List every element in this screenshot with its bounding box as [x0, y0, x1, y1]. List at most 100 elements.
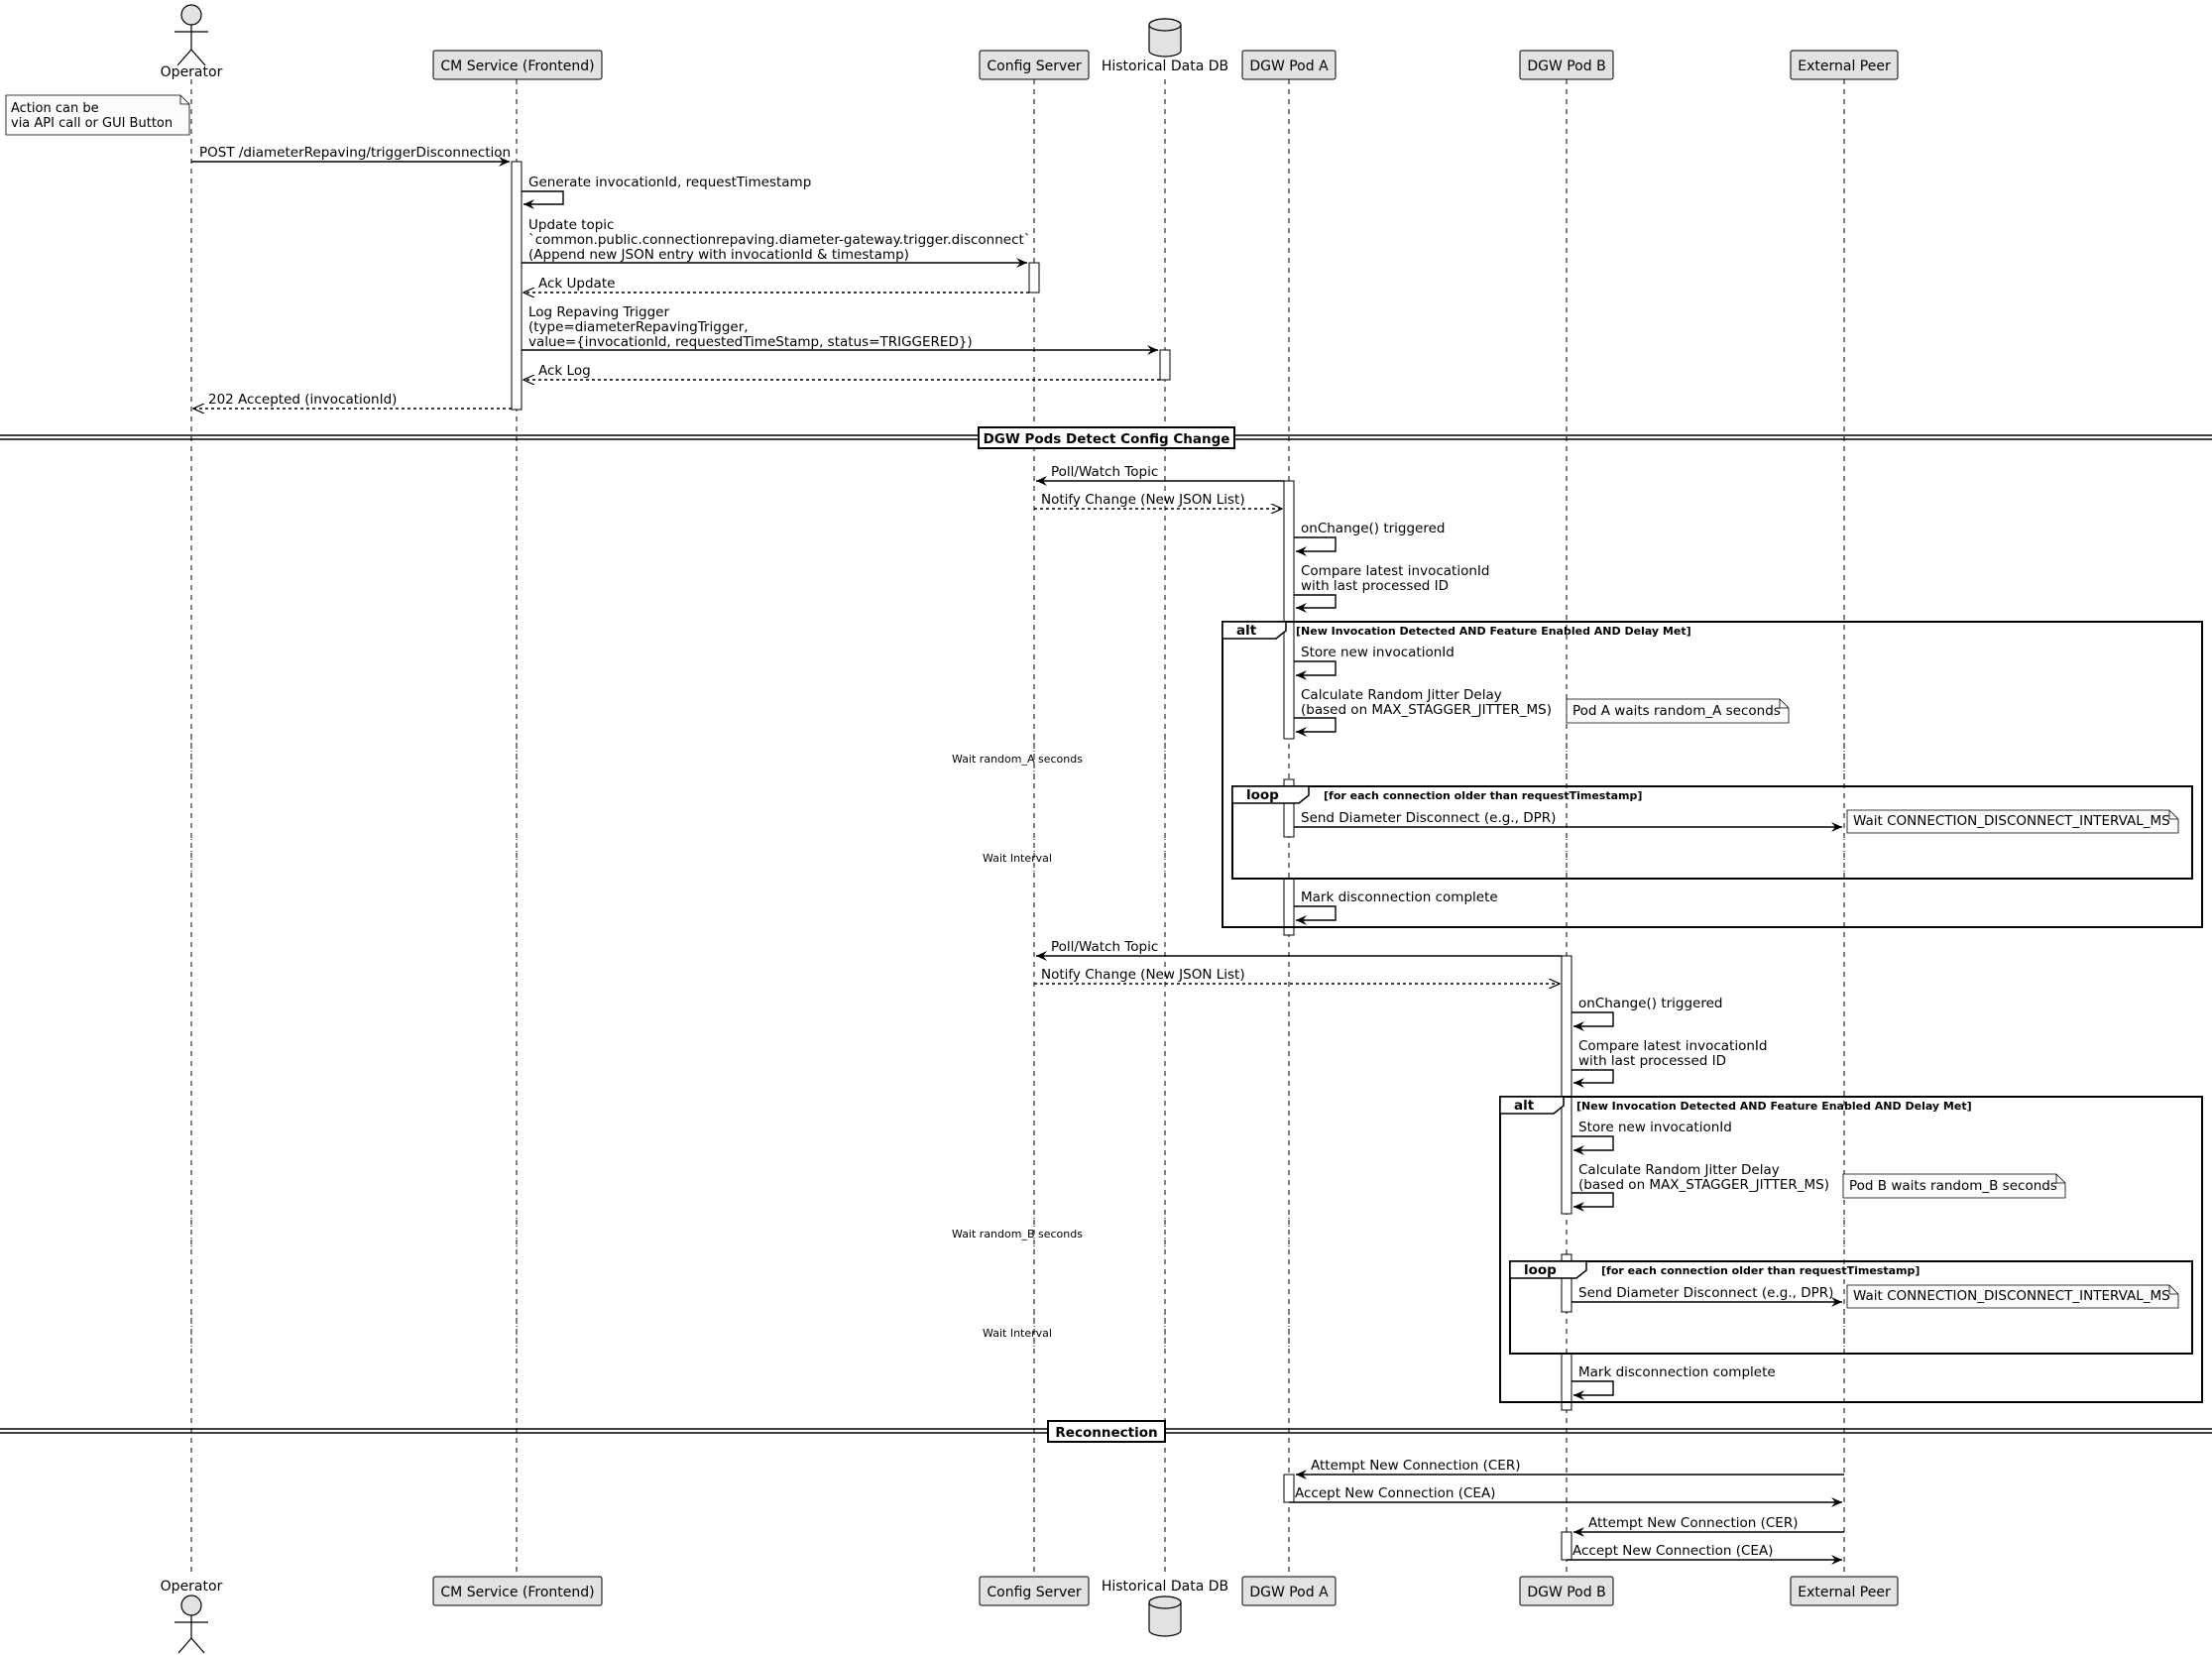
- participant-pod-a-label: DGW Pod A: [1249, 59, 1329, 74]
- participant-cm-label-bottom: CM Service (Frontend): [440, 1585, 594, 1600]
- message-cea-a-label: Accept New Connection (CEA): [1295, 1485, 1495, 1501]
- participant-config-bottom: Config Server: [979, 1576, 1090, 1606]
- loop-b-keyword: loop: [1524, 1262, 1557, 1278]
- message-log-line3: value={invocationId, requestedTimeStamp,…: [528, 334, 973, 350]
- activation-config: [1028, 262, 1040, 294]
- message-b-calc-line1: Calculate Random Jitter Delay: [1578, 1162, 1780, 1178]
- message-generate-label: Generate invocationId, requestTimestamp: [528, 175, 811, 190]
- note-action-line2: via API call or GUI Button: [11, 116, 173, 131]
- message-update-line3: (Append new JSON entry with invocationId…: [528, 247, 909, 263]
- message-a-compare-line2: with last processed ID: [1301, 578, 1449, 594]
- delay-interval-a-label: Wait Interval: [983, 852, 1052, 865]
- divider-detect: DGW Pods Detect Config Change: [0, 426, 2212, 449]
- message-b-send-label: Send Diameter Disconnect (e.g., DPR): [1578, 1285, 1833, 1301]
- participant-cm-bottom: CM Service (Frontend): [432, 1576, 603, 1606]
- participant-operator-label: Operator: [161, 64, 223, 80]
- lifelines: [190, 79, 1845, 1577]
- message-a-onchange: onChange() triggered: [1294, 521, 1446, 556]
- alt-b-keyword: alt: [1514, 1098, 1535, 1114]
- activation-pod-b-2: [1561, 1253, 1572, 1313]
- activation-cm: [511, 161, 523, 411]
- delay-wait-a-label: Wait random_A seconds: [952, 753, 1083, 766]
- alt-a-keyword: alt: [1236, 623, 1257, 639]
- note-interval-a: Wait CONNECTION_DISCONNECT_INTERVAL_MS: [1846, 809, 2179, 834]
- message-a-onchange-label: onChange() triggered: [1301, 521, 1446, 536]
- delay-wait-b: Wait random_B seconds: [190, 1214, 1845, 1254]
- message-a-store-label: Store new invocationId: [1301, 645, 1455, 660]
- participant-peer-label-bottom: External Peer: [1798, 1585, 1891, 1600]
- note-pod-a-wait: Pod A waits random_A seconds: [1566, 698, 1790, 724]
- message-update-line1: Update topic: [528, 217, 614, 233]
- participant-pod-b-top: DGW Pod B: [1519, 50, 1614, 80]
- note-action: Action can be via API call or GUI Button: [5, 94, 190, 136]
- participant-historical-db-bottom: Historical Data DB: [1102, 1579, 1228, 1637]
- message-b-calc-line2: (based on MAX_STAGGER_JITTER_MS): [1578, 1177, 1829, 1193]
- delay-interval-b-label: Wait Interval: [983, 1327, 1052, 1340]
- message-cer-b: Attempt New Connection (CER): [1573, 1515, 1844, 1537]
- participant-pod-b-label: DGW Pod B: [1527, 59, 1605, 74]
- divider-detect-label: DGW Pods Detect Config Change: [984, 431, 1230, 447]
- message-a-poll: Poll/Watch Topic: [1036, 464, 1284, 486]
- message-cea-a: Accept New Connection (CEA): [1289, 1485, 1842, 1507]
- delay-wait-a: Wait random_A seconds: [190, 739, 1845, 779]
- participant-cm-top: CM Service (Frontend): [432, 50, 603, 80]
- participant-config-label-bottom: Config Server: [987, 1585, 1082, 1600]
- participants-top: Operator CM Service (Frontend) Config Se…: [161, 4, 1899, 80]
- message-log-line1: Log Repaving Trigger: [528, 304, 669, 320]
- loop-frame-b: loop [for each connection older than req…: [1509, 1260, 2193, 1355]
- message-b-mark: Mark disconnection complete: [1572, 1364, 1776, 1400]
- actor-operator-top: Operator: [161, 4, 223, 80]
- note-pod-b-wait: Pod B waits random_B seconds: [1842, 1173, 2066, 1199]
- message-a-send-label: Send Diameter Disconnect (e.g., DPR): [1301, 810, 1556, 826]
- actor-icon: [180, 1595, 202, 1616]
- message-a-poll-label: Poll/Watch Topic: [1051, 464, 1158, 480]
- participant-operator-label-bottom: Operator: [161, 1579, 223, 1595]
- participant-peer-bottom: External Peer: [1790, 1576, 1899, 1606]
- message-accepted: 202 Accepted (invocationId): [193, 392, 512, 409]
- participant-pod-a-label-bottom: DGW Pod A: [1249, 1585, 1329, 1600]
- activation-pod-a-reconnect: [1283, 1474, 1295, 1503]
- delay-wait-b-label: Wait random_B seconds: [952, 1228, 1083, 1241]
- alt-frame-a: alt [New Invocation Detected AND Feature…: [1222, 621, 2203, 928]
- message-a-send: Send Diameter Disconnect (e.g., DPR): [1294, 810, 1842, 832]
- message-b-compare: Compare latest invocationId with last pr…: [1572, 1038, 1767, 1088]
- loop-b-guard: [for each connection older than requestT…: [1601, 1264, 1920, 1277]
- message-b-mark-label: Mark disconnection complete: [1578, 1364, 1776, 1380]
- message-ack-update-label: Ack Update: [538, 276, 615, 292]
- activation-pod-b-reconnect: [1561, 1531, 1572, 1561]
- message-b-poll: Poll/Watch Topic: [1036, 939, 1562, 961]
- message-b-notify-label: Notify Change (New JSON List): [1041, 967, 1245, 983]
- message-b-poll-label: Poll/Watch Topic: [1051, 939, 1158, 955]
- note-interval-b-label: Wait CONNECTION_DISCONNECT_INTERVAL_MS: [1853, 1288, 2170, 1304]
- note-pod-a-wait-label: Pod A waits random_A seconds: [1572, 703, 1781, 719]
- message-update-line2: `common.public.connectionrepaving.diamet…: [528, 232, 1031, 248]
- message-post-label: POST /diameterRepaving/triggerDisconnect…: [199, 145, 511, 161]
- message-log-line2: (type=diameterRepavingTrigger,: [528, 319, 749, 335]
- note-action-line1: Action can be: [11, 101, 99, 116]
- message-a-calc-line1: Calculate Random Jitter Delay: [1301, 687, 1502, 703]
- participant-pod-a-bottom: DGW Pod A: [1241, 1576, 1337, 1606]
- loop-a-guard: [for each connection older than requestT…: [1324, 789, 1642, 802]
- message-cer-a: Attempt New Connection (CER): [1296, 1458, 1844, 1479]
- participant-pod-a-top: DGW Pod A: [1241, 50, 1337, 80]
- message-log-trigger: Log Repaving Trigger (type=diameterRepav…: [522, 304, 1158, 355]
- message-accepted-label: 202 Accepted (invocationId): [208, 392, 397, 408]
- message-ack-log: Ack Log: [524, 363, 1160, 380]
- message-b-compare-line2: with last processed ID: [1578, 1053, 1726, 1069]
- message-b-calc: Calculate Random Jitter Delay (based on …: [1572, 1162, 1829, 1212]
- participant-historical-db-label: Historical Data DB: [1102, 59, 1228, 74]
- message-cea-b-label: Accept New Connection (CEA): [1572, 1543, 1773, 1559]
- message-cea-b: Accept New Connection (CEA): [1567, 1543, 1842, 1565]
- message-a-notify-label: Notify Change (New JSON List): [1041, 492, 1245, 508]
- activation-pod-a-1: [1283, 480, 1295, 740]
- loop-frame-a: loop [for each connection older than req…: [1231, 785, 2193, 880]
- participant-config-top: Config Server: [979, 50, 1090, 80]
- message-a-mark: Mark disconnection complete: [1294, 889, 1498, 925]
- divider-reconnect: Reconnection: [0, 1420, 2212, 1443]
- message-cer-a-label: Attempt New Connection (CER): [1311, 1458, 1520, 1474]
- participant-peer-top: External Peer: [1790, 50, 1899, 80]
- alt-b-guard: [New Invocation Detected AND Feature Ena…: [1576, 1100, 1972, 1113]
- message-update-topic: Update topic `common.public.connectionre…: [522, 217, 1031, 268]
- participant-peer-label: External Peer: [1798, 59, 1891, 74]
- participant-config-label: Config Server: [987, 59, 1082, 74]
